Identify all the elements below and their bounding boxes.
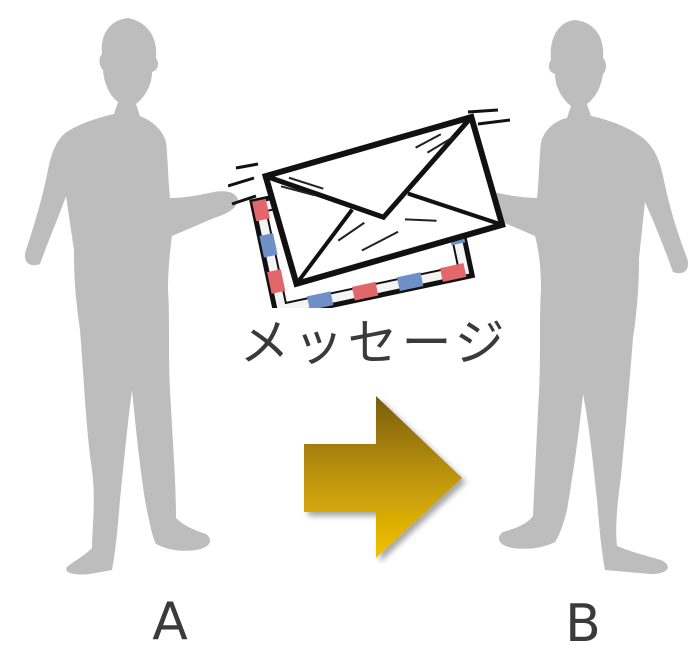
person-b-silhouette-icon: [469, 20, 689, 574]
message-label: メッセージ: [239, 314, 509, 372]
right-arrow-icon: [304, 396, 462, 558]
envelopes-icon: [228, 108, 511, 308]
person-a-silhouette-icon: [24, 18, 239, 575]
sender-label: A: [152, 592, 188, 652]
receiver-label: B: [565, 594, 601, 654]
